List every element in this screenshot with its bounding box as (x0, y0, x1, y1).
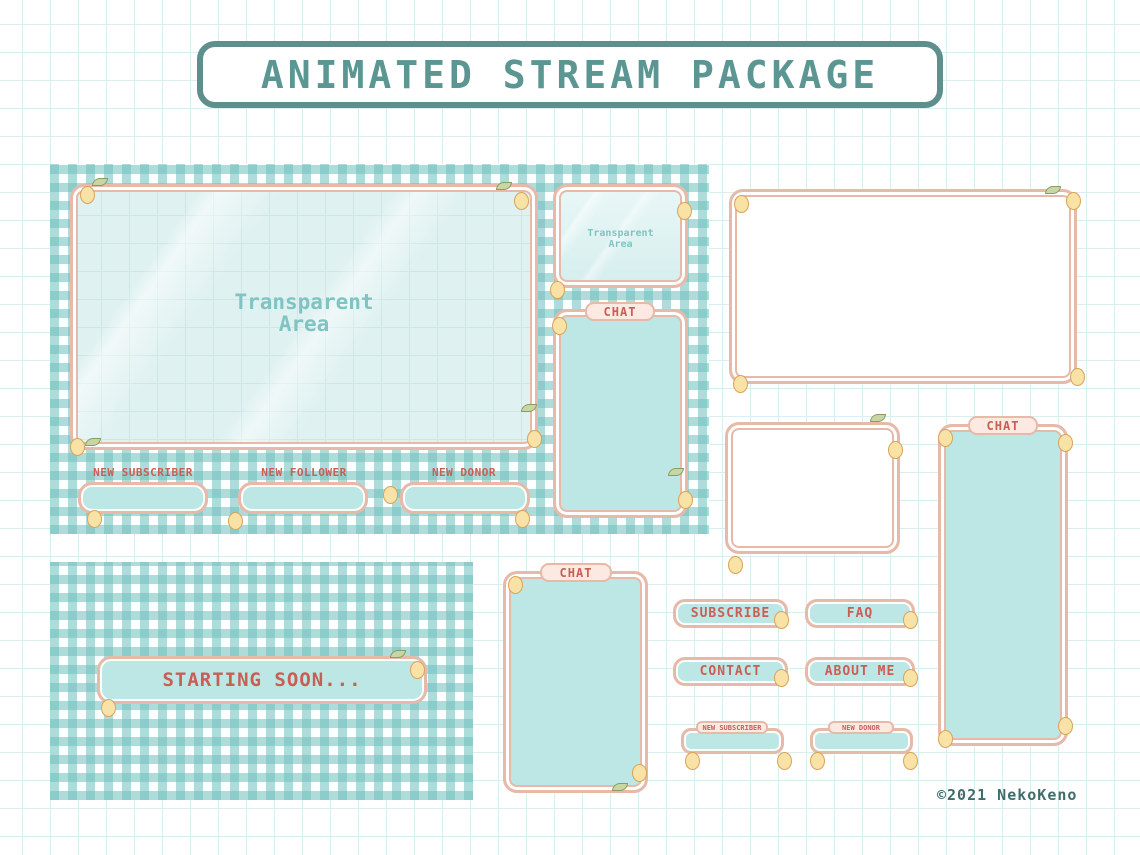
copyright-text: ©2021 NekoKeno (937, 786, 1078, 804)
side-chat-tab: CHAT (540, 563, 612, 582)
main-transparent-frame: Transparent Area (70, 184, 538, 450)
lemon-icon (903, 752, 918, 770)
starting-soon-banner: STARTING SOON... (97, 656, 427, 704)
side-chat-tab-label: CHAT (559, 565, 593, 580)
faq-panel[interactable]: FAQ (805, 599, 915, 628)
main-chat-tab-label: CHAT (603, 304, 637, 319)
tall-chat-frame (938, 424, 1068, 746)
page-title: ANIMATED STREAM PACKAGE (260, 52, 880, 97)
mini-donor-tab: NEW DONOR (828, 721, 894, 734)
mini-subscriber-tab: NEW SUBSCRIBER (696, 721, 768, 734)
lemon-icon (728, 556, 743, 574)
lemon-icon (677, 202, 692, 220)
lemon-icon (774, 669, 789, 687)
lemon-icon (734, 195, 749, 213)
lemon-icon (903, 669, 918, 687)
alert-pill-donor (400, 482, 530, 514)
tall-chat-tab: CHAT (968, 416, 1038, 435)
lemon-icon (552, 317, 567, 335)
starting-soon-label: STARTING SOON... (162, 669, 362, 691)
lemon-icon (1070, 368, 1085, 386)
alert-label-follower: NEW FOLLOWER (261, 466, 347, 479)
lemon-icon (1058, 717, 1073, 735)
about-me-panel[interactable]: ABOUT ME (805, 657, 915, 686)
faq-panel-label: FAQ (846, 606, 874, 621)
lemon-icon (87, 510, 102, 528)
lemon-icon (70, 438, 85, 456)
alert-pill-subscriber (78, 482, 208, 514)
lemon-icon (410, 661, 425, 679)
title-banner: ANIMATED STREAM PACKAGE (197, 41, 943, 108)
lemon-icon (1066, 192, 1081, 210)
leaf-icon (870, 414, 886, 422)
large-frame (729, 189, 1077, 384)
lemon-icon (101, 699, 116, 717)
lemon-icon (888, 441, 903, 459)
lemon-icon (903, 611, 918, 629)
lemon-icon (678, 491, 693, 509)
lemon-icon (938, 429, 953, 447)
side-chat-frame (503, 571, 648, 793)
cam-frame: Transparent Area (553, 184, 688, 288)
lemon-icon (550, 281, 565, 299)
lemon-icon (508, 576, 523, 594)
cam-transparent-label: Transparent Area (587, 228, 654, 250)
lemon-icon (228, 512, 243, 530)
lemon-icon (685, 752, 700, 770)
transparent-area-label: Transparent Area (234, 290, 374, 337)
lemon-icon (1058, 434, 1073, 452)
lemon-icon (80, 186, 95, 204)
subscribe-panel[interactable]: SUBSCRIBE (673, 599, 788, 628)
lemon-icon (774, 611, 789, 629)
webcam-frame (725, 422, 900, 554)
main-chat-frame (553, 309, 688, 518)
mini-donor-label: NEW DONOR (842, 723, 880, 732)
lemon-icon (514, 192, 529, 210)
main-chat-tab: CHAT (585, 302, 655, 321)
subscribe-panel-label: SUBSCRIBE (690, 606, 771, 621)
tall-chat-tab-label: CHAT (986, 418, 1020, 433)
lemon-icon (527, 430, 542, 448)
lemon-icon (777, 752, 792, 770)
contact-panel-label: CONTACT (699, 664, 762, 679)
lemon-icon (383, 486, 398, 504)
lemon-icon (632, 764, 647, 782)
alert-label-donor: NEW DONOR (431, 466, 497, 479)
about-me-panel-label: ABOUT ME (824, 664, 896, 679)
contact-panel[interactable]: CONTACT (673, 657, 788, 686)
lemon-icon (515, 510, 530, 528)
alert-pill-follower (238, 482, 368, 514)
alert-label-subscriber: NEW SUBSCRIBER (93, 466, 193, 479)
lemon-icon (810, 752, 825, 770)
lemon-icon (938, 730, 953, 748)
mini-subscriber-label: NEW SUBSCRIBER (702, 723, 762, 732)
lemon-icon (733, 375, 748, 393)
